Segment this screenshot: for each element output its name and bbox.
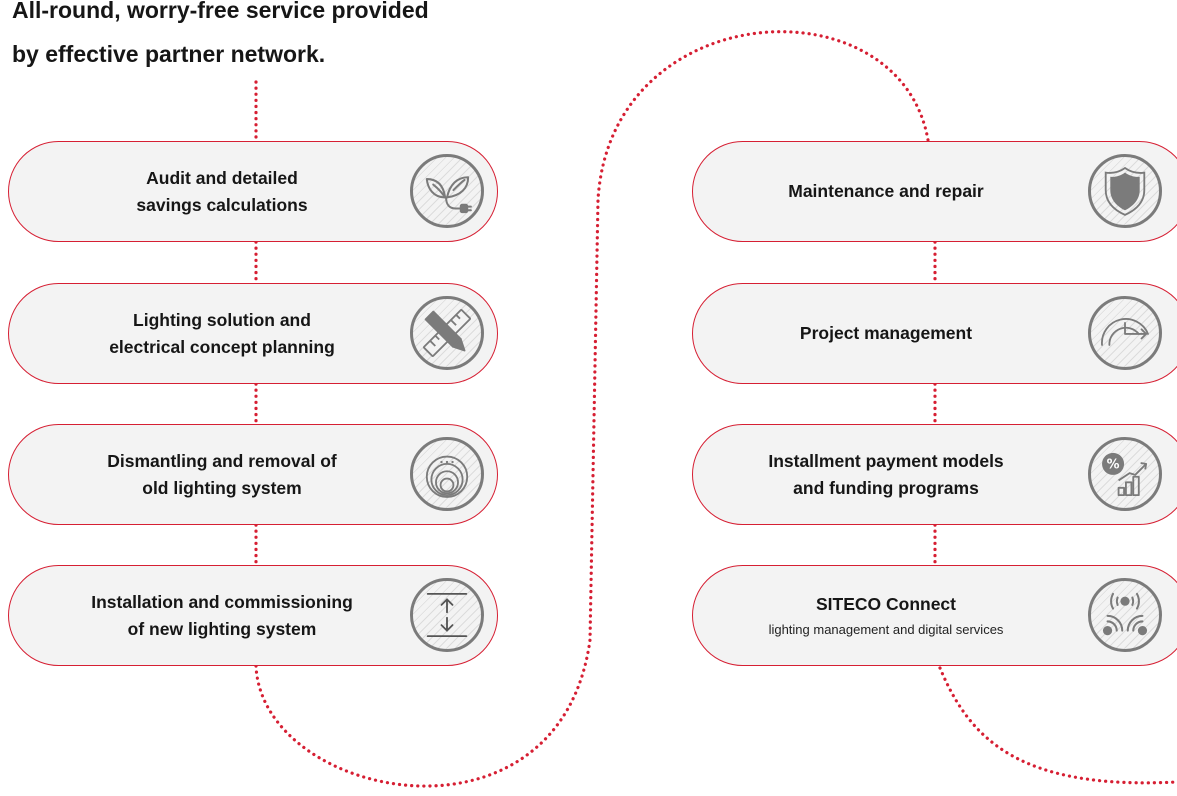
step-siteco-connect-card: SITECO Connect lighting management and d… (692, 565, 1177, 666)
leaf-plug-icon (410, 154, 484, 228)
step-title: Lighting solution and electrical concept… (109, 307, 335, 361)
step-title-line: Installment payment models (768, 450, 1004, 471)
height-arrows-icon (410, 578, 484, 652)
step-title-line: and funding programs (793, 477, 979, 498)
step-funding-card: Installment payment models and funding p… (692, 424, 1177, 525)
step-title: Installation and commissioning of new li… (91, 589, 353, 643)
heading-line-2: by effective partner network. (12, 41, 326, 67)
step-title-line: SITECO Connect (815, 594, 956, 614)
lamp-rings-icon (410, 437, 484, 511)
step-installation-card: Installation and commissioning of new li… (8, 565, 498, 666)
step-title: Maintenance and repair (788, 178, 983, 205)
step-title: Installment payment models and funding p… (768, 448, 1003, 502)
step-project-management-card: Project management (692, 283, 1177, 384)
step-title: Dismantling and removal of old lighting … (107, 448, 336, 502)
heading-line-1: All-round, worry-free service provided (12, 0, 429, 23)
step-title-line: Installation and commissioning (91, 591, 353, 612)
step-planning-card: Lighting solution and electrical concept… (8, 283, 498, 384)
step-dismantling-card: Dismantling and removal of old lighting … (8, 424, 498, 525)
percent-chart-icon: % (1088, 437, 1162, 511)
wireless-signal-icon (1088, 578, 1162, 652)
pencil-ruler-icon (410, 296, 484, 370)
step-title: Project management (800, 320, 972, 347)
svg-text:%: % (1107, 457, 1120, 472)
page-heading: All-round, worry-free service provided b… (12, 0, 429, 76)
step-maintenance-card: Maintenance and repair (692, 141, 1177, 242)
step-audit-card: Audit and detailed savings calculations (8, 141, 498, 242)
step-title-line: Audit and detailed (146, 167, 298, 188)
step-title-line: electrical concept planning (109, 336, 335, 357)
step-title: Audit and detailed savings calculations (136, 165, 307, 219)
step-title-line: of new lighting system (127, 618, 317, 639)
step-title: SITECO Connect (816, 591, 956, 618)
step-title-line: old lighting system (142, 477, 302, 498)
step-title-line: Project management (799, 323, 973, 343)
shield-icon (1088, 154, 1162, 228)
gauge-arrow-icon (1088, 296, 1162, 370)
step-subtitle: lighting management and digital services (768, 622, 1004, 637)
step-title-line: savings calculations (136, 194, 308, 215)
step-title-line: Lighting solution and (133, 309, 311, 330)
step-title-line: Dismantling and removal of (107, 450, 337, 471)
step-title-line: Maintenance and repair (788, 181, 984, 201)
